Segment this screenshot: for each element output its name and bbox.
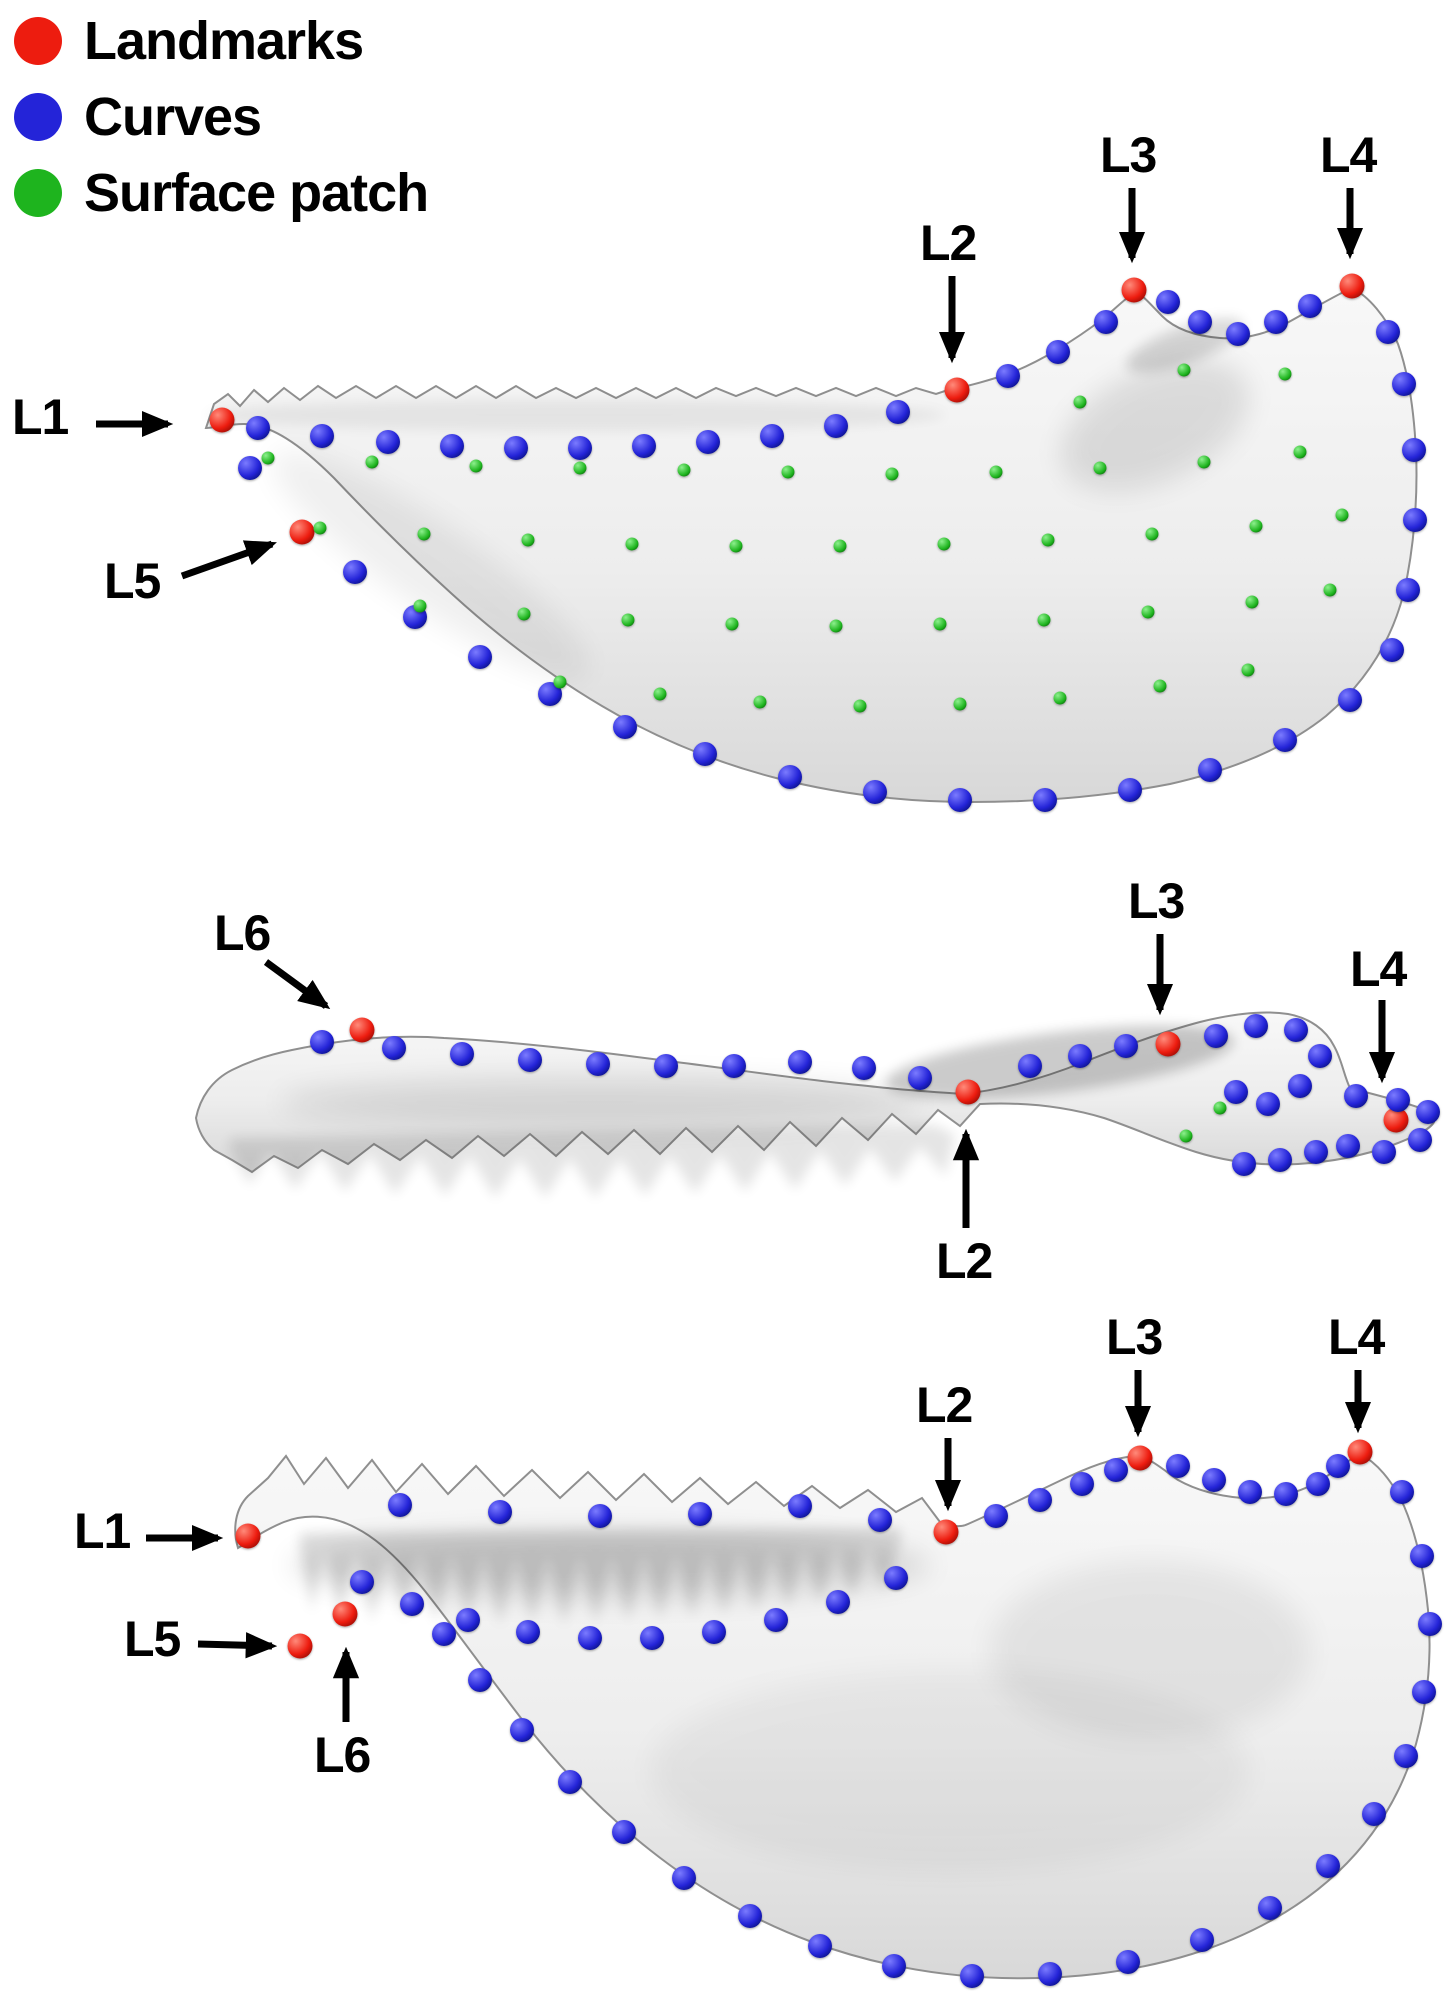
annotation-arrow-l5 [180, 540, 277, 580]
legend-row-curves: Curves [14, 90, 428, 144]
curves-legend-dot-icon [14, 93, 62, 141]
legend-row-landmarks: Landmarks [14, 14, 428, 68]
landmarks-legend-dot-icon [14, 17, 62, 65]
surface-patch-legend-dot-icon [14, 169, 62, 217]
legend-row-surface-patch: Surface patch [14, 163, 429, 223]
bone-medial-view [234, 1452, 1431, 1980]
legend-label-landmarks: Landmarks [84, 11, 364, 71]
legend-label-curves: Curves [84, 87, 262, 147]
bone-lateral-view [204, 286, 1418, 804]
annotation-arrow-l5 [197, 1632, 278, 1659]
legend-label-surface-patch: Surface patch [84, 163, 429, 223]
annotation-arrow-l6 [263, 959, 331, 1010]
legend: Landmarks Curves Surface patch [14, 14, 429, 223]
annotation-arrows [96, 188, 1396, 1722]
bone-dorsal-view [194, 1011, 1436, 1198]
